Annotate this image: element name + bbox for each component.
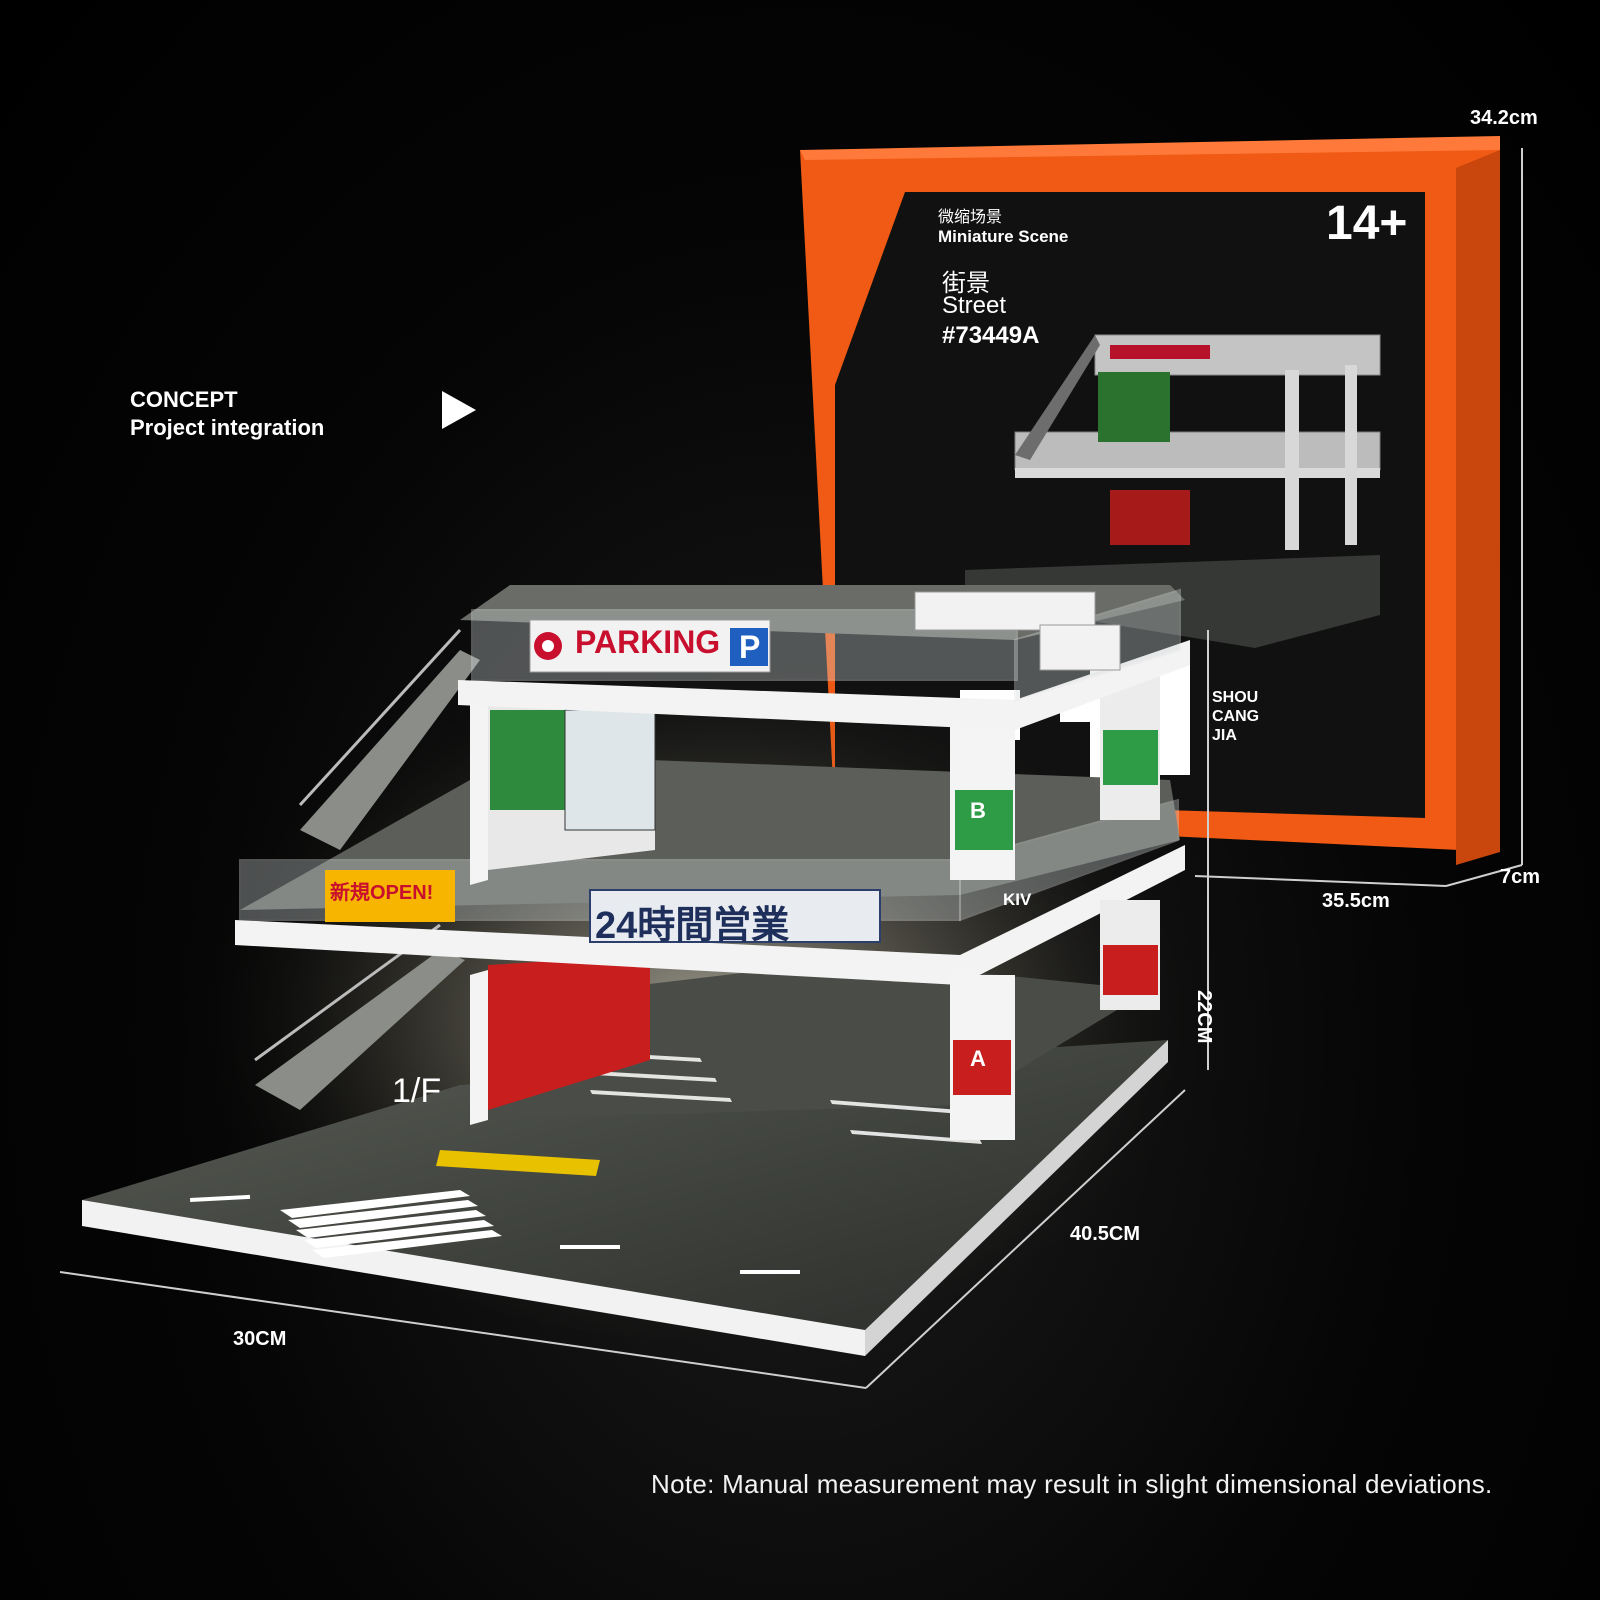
road-markings <box>190 1190 800 1274</box>
dimension-lines <box>59 148 1523 1389</box>
dim-box-width: 35.5cm <box>1322 890 1390 912</box>
concept-title: CONCEPT <box>130 387 238 412</box>
entrance-stripes <box>436 1150 600 1176</box>
box-brand: SHOU CANG JIA <box>1212 688 1259 745</box>
box-category-en: Miniature Scene <box>938 227 1069 246</box>
parking-p-sign: P <box>739 629 761 665</box>
box-name-en: Street <box>942 292 1007 319</box>
box-brand-line-3: JIA <box>1212 727 1237 744</box>
ramp-upper <box>300 650 480 850</box>
pillar-b-label: B <box>970 798 986 823</box>
base-plate <box>82 1040 1168 1330</box>
box-side <box>1456 150 1500 865</box>
kiv-sign: KIV <box>1003 890 1032 909</box>
dim-model-height: 22CM <box>1193 990 1215 1044</box>
box-brand-line-2: CANG <box>1212 708 1260 725</box>
middle-slab-edge <box>235 845 1185 985</box>
parking-sign-text: PARKING <box>575 624 721 660</box>
box-age-rating: 14+ <box>1326 197 1408 250</box>
pillar-a-label: A <box>970 1046 986 1071</box>
hours-sign <box>589 889 881 943</box>
pillars <box>950 670 1160 1140</box>
dim-box-depth: 7cm <box>1500 866 1541 888</box>
dim-box-height: 34.2cm <box>1470 107 1538 129</box>
floor-1-marking: 1/F <box>392 1072 442 1110</box>
play-triangle-icon <box>442 391 476 429</box>
box-brand-line-1: SHOU <box>1212 689 1259 706</box>
box-product-code: #73449A <box>942 322 1040 349</box>
measurement-note: Note: Manual measurement may result in s… <box>651 1469 1493 1499</box>
box-top-edge <box>800 136 1500 160</box>
hours-sign-text: 24時間営業 <box>595 905 790 947</box>
box-category-cn: 微缩场景 <box>938 209 1003 226</box>
roof-slab-edge <box>458 640 1190 730</box>
dim-model-width: 30CM <box>233 1328 287 1350</box>
concept-block: CONCEPT Project integration <box>130 386 324 442</box>
ground-red-wall <box>488 955 650 1110</box>
open-sign-text: 新規OPEN! <box>330 882 434 904</box>
dim-model-depth: 40.5CM <box>1070 1223 1141 1245</box>
box-name-cn: 街景 <box>942 270 990 297</box>
concept-subtitle: Project integration <box>130 415 325 440</box>
open-sign <box>325 870 455 922</box>
parking-model <box>59 148 1523 1389</box>
ramp-lower <box>255 950 465 1110</box>
